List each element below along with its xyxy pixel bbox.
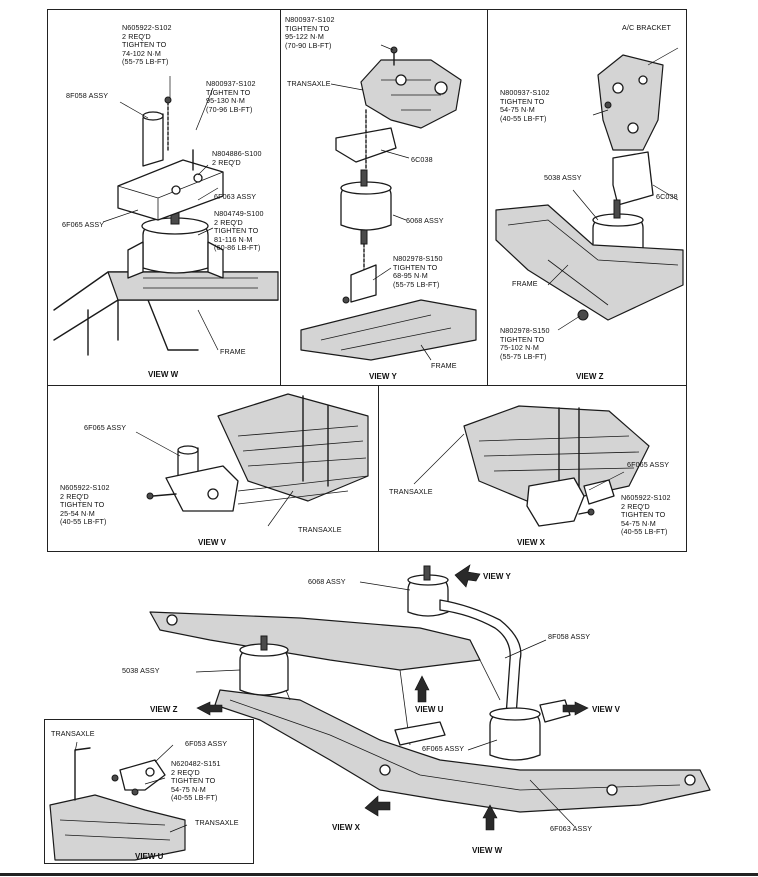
view-v-drawing xyxy=(135,393,369,527)
label-n800937-s102: N800937-S102 TIGHTEN TO 95-130 N·m (70-9… xyxy=(206,79,256,114)
panel-view-v: 6F065 ASSY N605922-S102 2 REQ'D TIGHTEN … xyxy=(47,385,379,552)
label-transaxle: TRANSAXLE xyxy=(195,818,239,827)
label-ac-bracket: A/C BRACKET xyxy=(622,23,672,32)
label-n605922-s102: N605922-S102 2 REQ'D TIGHTEN TO 54-75 N·… xyxy=(621,493,671,537)
label-n800937-s102: N800937-S102 TIGHTEN TO 95-122 N·m (70-9… xyxy=(285,15,335,50)
view-w-drawing xyxy=(53,76,279,356)
main-label-view-z: VIEW Z xyxy=(150,705,178,714)
label-n802978-s150: N802978-S150 TIGHTEN TO 75-102 N·m (55-7… xyxy=(500,326,550,361)
view-u-caption: VIEW U xyxy=(135,852,164,861)
view-u-drawing xyxy=(49,741,188,861)
label-6f065-assy: 6F065 ASSY xyxy=(62,220,105,229)
label-transaxle: TRANSAXLE xyxy=(298,525,342,534)
main-label-6f063-assy: 6F063 ASSY xyxy=(550,824,593,833)
label-transaxle: TRANSAXLE xyxy=(51,729,95,738)
main-label-5038-assy: 5038 ASSY xyxy=(122,666,160,675)
label-n804749-s100: N804749-S100 2 REQ'D TIGHTEN TO 81-116 N… xyxy=(214,209,264,253)
view-z-drawing xyxy=(495,47,684,331)
label-n802978-s150: N802978-S150 TIGHTEN TO 68-95 N·m (55-75… xyxy=(393,254,443,289)
label-6c038: 6C038 xyxy=(411,155,433,164)
view-z-caption: VIEW Z xyxy=(576,372,604,381)
label-6f065-assy: 6F065 ASSY xyxy=(627,460,670,469)
label-6f065-assy: 6F065 ASSY xyxy=(84,423,127,432)
panel-view-y: N800937-S102 TIGHTEN TO 95-122 N·m (70-9… xyxy=(280,9,488,386)
main-label-view-v: VIEW V xyxy=(592,705,621,714)
label-n620482-s151: N620482-S151 2 REQ'D TIGHTEN TO 54-75 N·… xyxy=(171,759,221,803)
label-frame: FRAME xyxy=(431,361,457,370)
label-6f063-assy: 6F063 ASSY xyxy=(214,192,257,201)
panel-view-z: A/C BRACKET N800937-S102 TIGHTEN TO 54-7… xyxy=(487,9,687,386)
panel-view-u: TRANSAXLE 6F053 ASSY N620482-S151 2 REQ'… xyxy=(44,719,254,864)
label-transaxle: TRANSAXLE xyxy=(287,79,331,88)
label-frame: FRAME xyxy=(512,279,538,288)
main-label-view-x: VIEW X xyxy=(332,823,361,832)
panel-view-x: TRANSAXLE 6F065 ASSY N605922-S102 2 REQ'… xyxy=(378,385,687,552)
label-5038-assy: 5038 ASSY xyxy=(544,173,582,182)
panel-view-w: N605922-S102 2 REQ'D TIGHTEN TO 74-102 N… xyxy=(47,9,281,386)
main-label-6f065-assy: 6F065 ASSY xyxy=(422,744,465,753)
label-n605922-s102: N605922-S102 2 REQ'D TIGHTEN TO 25-54 N·… xyxy=(60,483,110,527)
label-6f053-assy: 6F053 ASSY xyxy=(185,739,228,748)
main-label-view-u: VIEW U xyxy=(415,705,444,714)
main-label-view-w: VIEW W xyxy=(472,846,503,855)
main-label-6068-assy: 6068 ASSY xyxy=(308,577,346,586)
label-n800937-s102: N800937-S102 TIGHTEN TO 54-75 N·m (40-55… xyxy=(500,88,550,123)
view-y-drawing xyxy=(300,44,477,361)
label-n804886-s100: N804886-S100 2 REQ'D xyxy=(212,149,262,167)
view-x-drawing xyxy=(413,405,650,527)
view-v-caption: VIEW V xyxy=(198,538,227,547)
view-w-caption: VIEW W xyxy=(148,370,179,379)
main-label-8f058-assy: 8F058 ASSY xyxy=(548,632,591,641)
label-n605922-s102: N605922-S102 2 REQ'D TIGHTEN TO 74-102 N… xyxy=(122,23,172,67)
main-label-view-y: VIEW Y xyxy=(483,572,511,581)
label-6c038: 6C038 xyxy=(656,192,678,201)
label-frame: FRAME xyxy=(220,347,246,356)
view-x-caption: VIEW X xyxy=(517,538,546,547)
label-8f058-assy: 8F058 ASSY xyxy=(66,91,109,100)
view-y-caption: VIEW Y xyxy=(369,372,397,381)
label-6068-assy: 6068 ASSY xyxy=(406,216,444,225)
label-transaxle: TRANSAXLE xyxy=(389,487,433,496)
bottom-rule xyxy=(0,873,758,876)
